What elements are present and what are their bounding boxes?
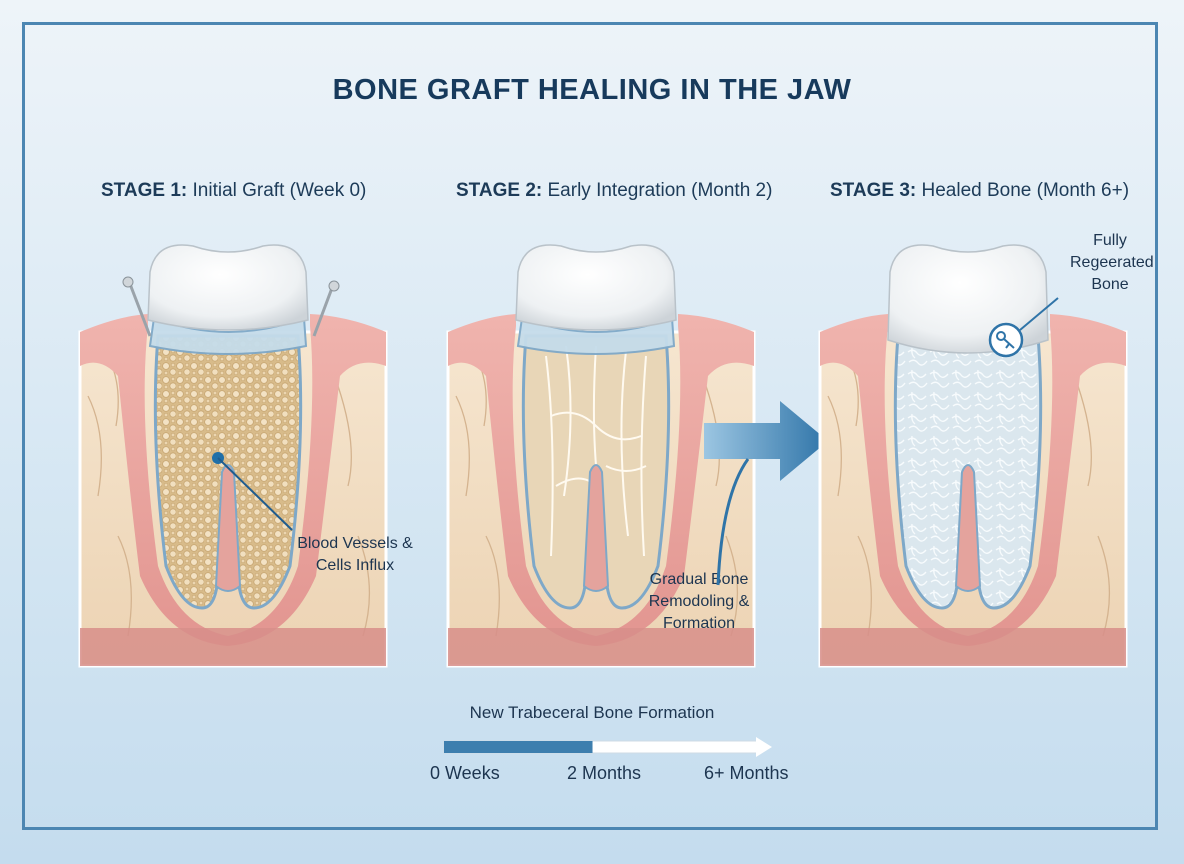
- progression-arrow-tail: [716, 458, 750, 586]
- timeline-progress: [444, 741, 593, 753]
- stage-3-illustration: [818, 244, 1128, 668]
- timeline-bar: [443, 737, 772, 757]
- stage-3-title: STAGE 3: Healed Bone (Month 6+): [830, 180, 1129, 202]
- gum-tissue: [448, 314, 754, 646]
- trabecular-network: [545, 345, 647, 557]
- annotation-pointer: [217, 457, 293, 531]
- timeline-tick-end: 6+ Months: [704, 763, 789, 783]
- annotation-line: Regeerated: [1070, 254, 1154, 271]
- annotation-pointer: [1019, 297, 1059, 331]
- diagram-frame: [22, 22, 1158, 830]
- fixation-screw-left: [128, 283, 152, 337]
- tooth-crown: [147, 244, 309, 331]
- bone-texture: [87, 355, 371, 637]
- stage-1-title: STAGE 1: Initial Graft (Week 0): [101, 180, 366, 202]
- stage-1-annotation: Blood Vessels & Cells Influx: [290, 533, 420, 577]
- gum-tissue: [820, 314, 1126, 646]
- screw-head-right: [328, 280, 340, 292]
- stage-3-name: Healed Bone (Month 6+): [921, 180, 1130, 201]
- stage-2-number: STAGE 2:: [456, 180, 543, 201]
- gum-tissue: [80, 314, 386, 646]
- root-septum: [954, 464, 982, 592]
- jaw-base-tissue: [820, 628, 1126, 666]
- annotation-line: Formation: [662, 615, 736, 632]
- annotation-line: Blood Vessels &: [297, 535, 413, 552]
- timeline-tick-start: 0 Weeks: [430, 763, 500, 783]
- tooth-crown: [887, 244, 1049, 354]
- timeline-tick-mid: 2 Months: [567, 763, 642, 783]
- page-title: BONE GRAFT HEALING IN THE JAW: [332, 74, 852, 106]
- membrane: [148, 316, 308, 355]
- stage-2-title: STAGE 2: Early Integration (Month 2): [456, 180, 772, 202]
- stage-2-annotation: Gradual Bone Remodoling & Formation: [634, 569, 764, 635]
- annotation-line: Gradual Bone: [649, 571, 749, 588]
- screw-head-left: [122, 276, 134, 288]
- bone-texture: [827, 355, 1111, 637]
- stage-3-number: STAGE 3:: [830, 180, 917, 201]
- annotation-line: Remodoling &: [648, 593, 750, 610]
- annotation-line: Cells Influx: [315, 557, 395, 574]
- timeline-arrowhead: [756, 737, 772, 757]
- annotation-line: Fully: [1093, 232, 1127, 249]
- jaw-base-tissue: [80, 628, 386, 666]
- stage-1-illustration: [78, 244, 388, 668]
- stage-1-number: STAGE 1:: [101, 180, 188, 201]
- progression-arrow-head: [704, 401, 828, 481]
- stage-1-name: Initial Graft (Week 0): [192, 180, 367, 201]
- timeline-label: New Trabeceral Bone Formation: [469, 703, 715, 722]
- fixation-screw-right: [312, 287, 334, 337]
- root-septum: [582, 464, 610, 592]
- jaw-base-tissue: [448, 628, 754, 666]
- tooth-crown: [515, 244, 677, 331]
- stage-2-illustration: [446, 244, 756, 668]
- membrane: [516, 316, 676, 355]
- stage-3-annotation: Fully Regeerated Bone: [1070, 230, 1154, 296]
- stage-2-name: Early Integration (Month 2): [547, 180, 773, 201]
- progression-arrow: [704, 401, 828, 586]
- annotation-line: Bone: [1091, 276, 1129, 293]
